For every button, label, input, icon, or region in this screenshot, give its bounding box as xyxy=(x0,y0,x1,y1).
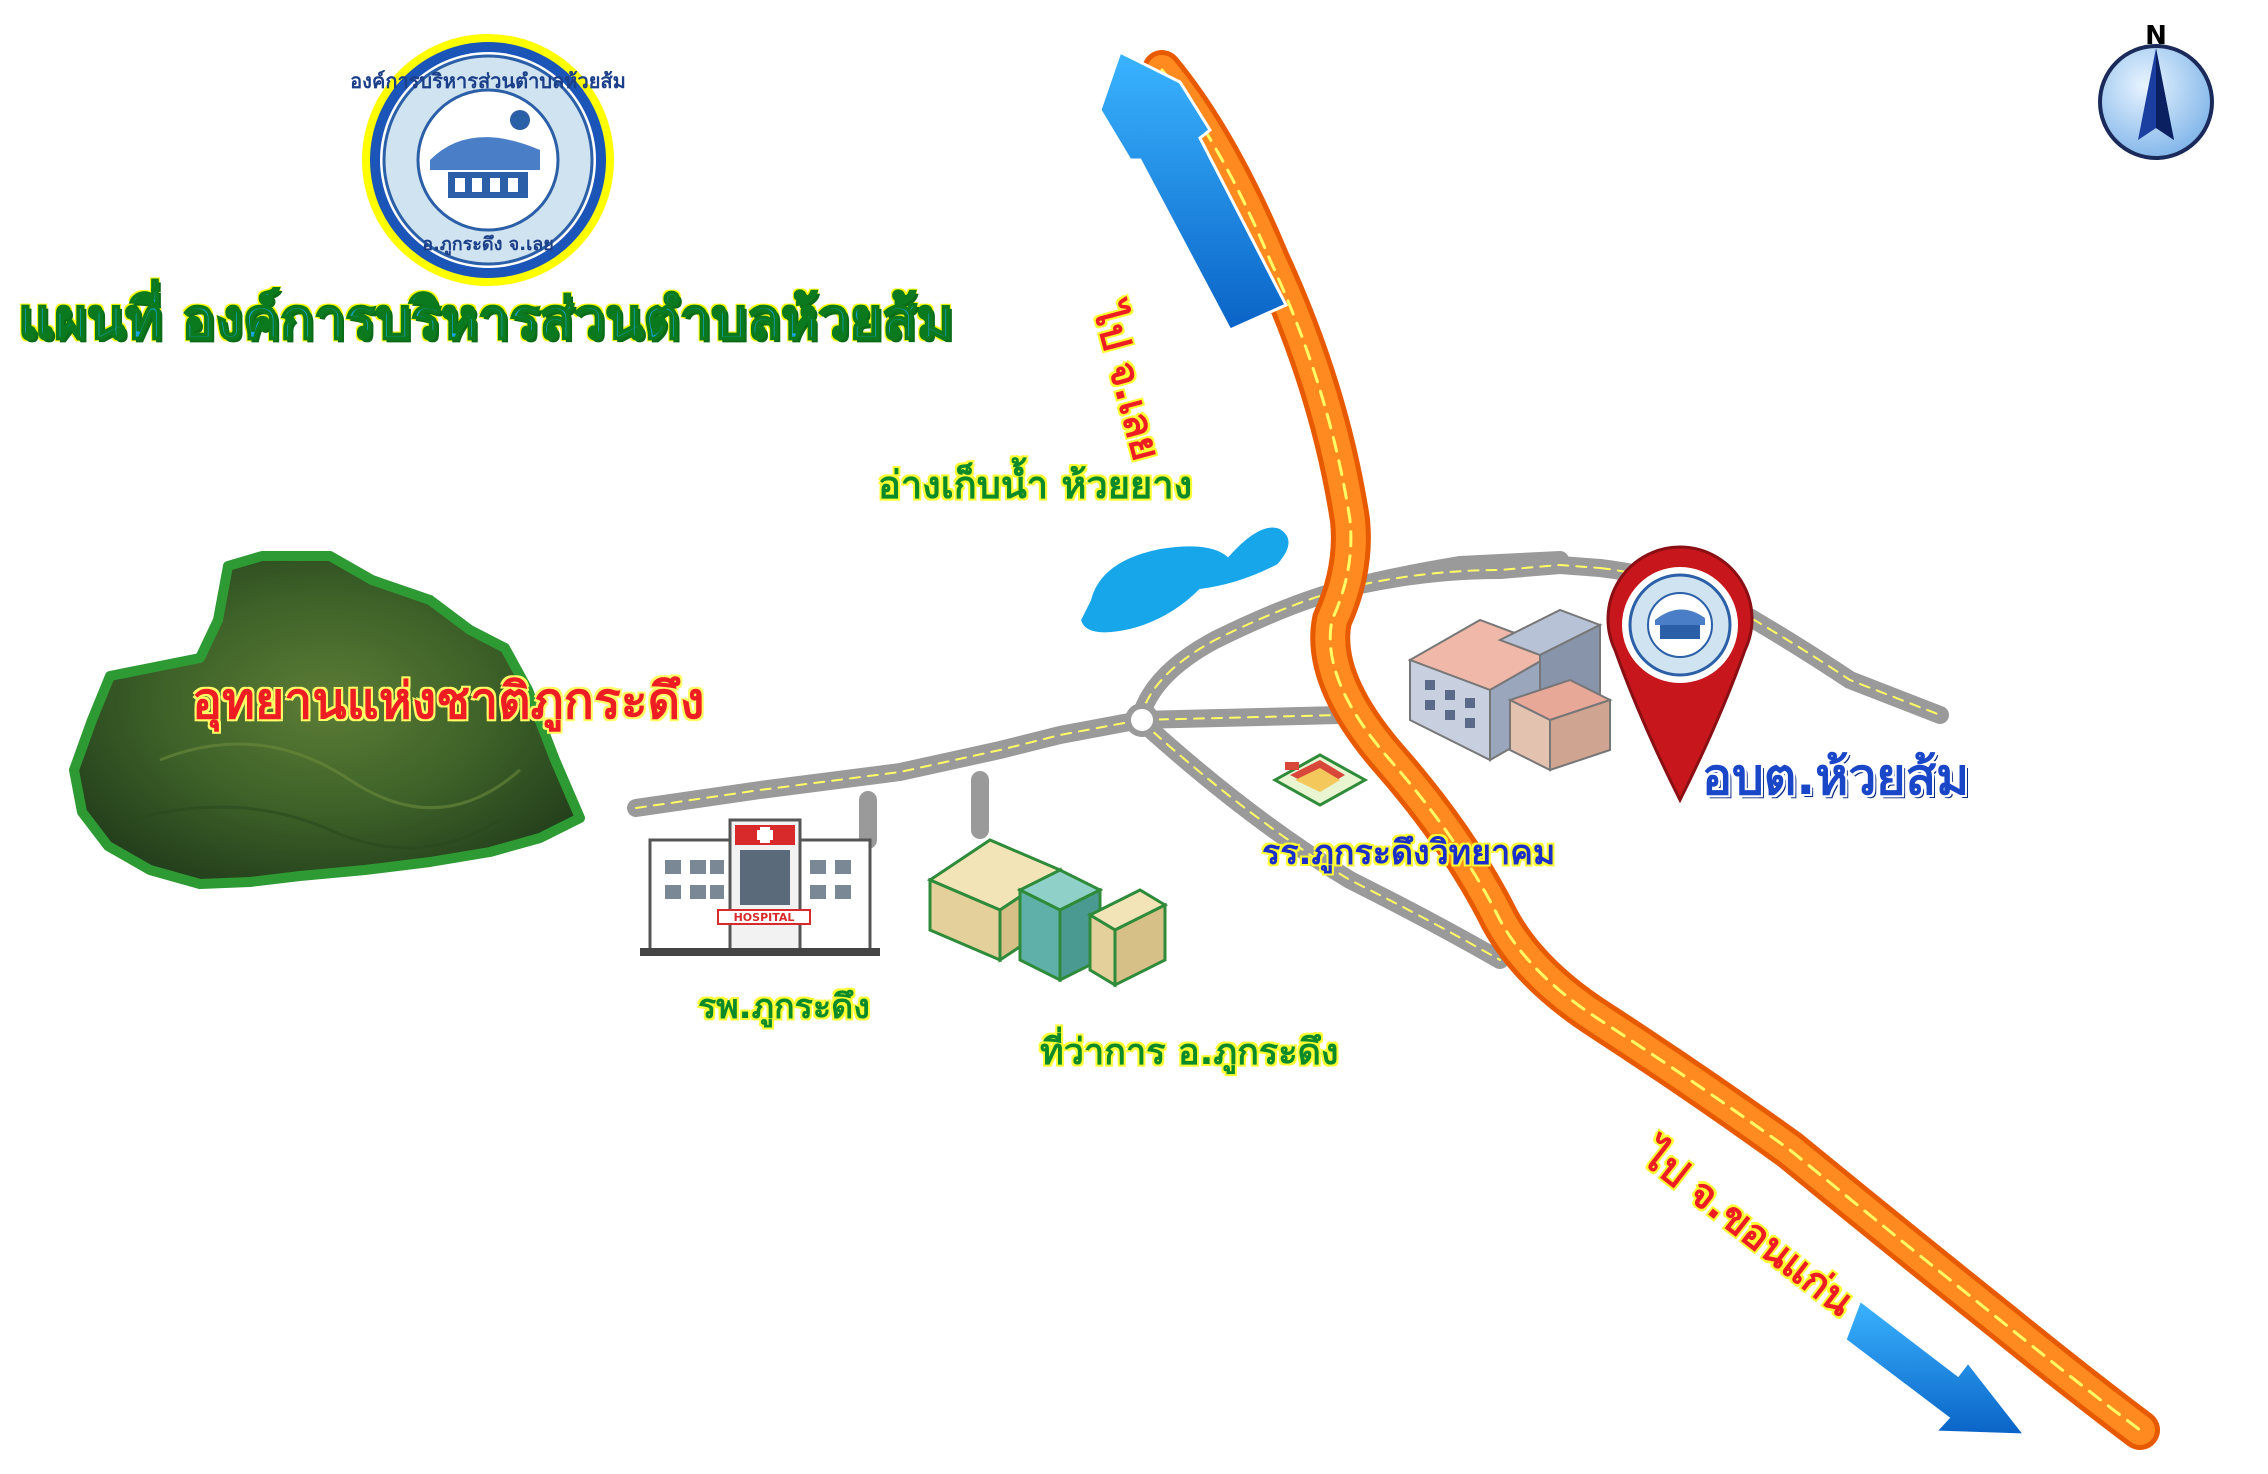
district-office-icon xyxy=(926,838,1169,988)
reservoir-water xyxy=(1078,525,1291,635)
map-pin-icon xyxy=(1606,545,1754,804)
reservoir-label: อ่างเก็บน้ำ ห้วยยาง xyxy=(878,463,1193,507)
compass-icon: N xyxy=(2098,21,2214,160)
logo-bottom-text: อ.ภูกระดึง จ.เลย xyxy=(422,234,554,256)
park-area xyxy=(69,551,585,889)
hospital-sign: HOSPITAL xyxy=(734,911,795,924)
park-label: อุทยานแห่งชาติภูกระดึง xyxy=(192,672,705,730)
school-label: รร.ภูกระดึงวิทยาคม xyxy=(1262,833,1556,873)
hospital-building-icon: HOSPITAL xyxy=(640,818,880,956)
logo-seal-icon xyxy=(362,34,614,286)
direction-arrow-icon xyxy=(1843,1297,2029,1437)
local-roads xyxy=(627,551,1949,969)
logo-ring-text: องค์การบริหารส่วนตำบลห้วยส้ม xyxy=(350,69,626,93)
compass-letter: N xyxy=(2145,21,2167,51)
school-icon xyxy=(1271,753,1369,807)
direction-arrow-icon xyxy=(1098,49,1289,332)
page-title: แผนที่ องค์การบริหารส่วนตำบลห้วยส้ม xyxy=(17,287,954,352)
hospital-label: รพ.ภูกระดึง xyxy=(698,987,870,1027)
district-office-label: ที่ว่าการ อ.ภูกระดึง xyxy=(1040,1032,1339,1073)
sao-building-icon xyxy=(1407,608,1613,772)
sao-office-label: อบต.ห้วยส้ม xyxy=(1702,748,1970,806)
highway xyxy=(1142,50,2160,1450)
